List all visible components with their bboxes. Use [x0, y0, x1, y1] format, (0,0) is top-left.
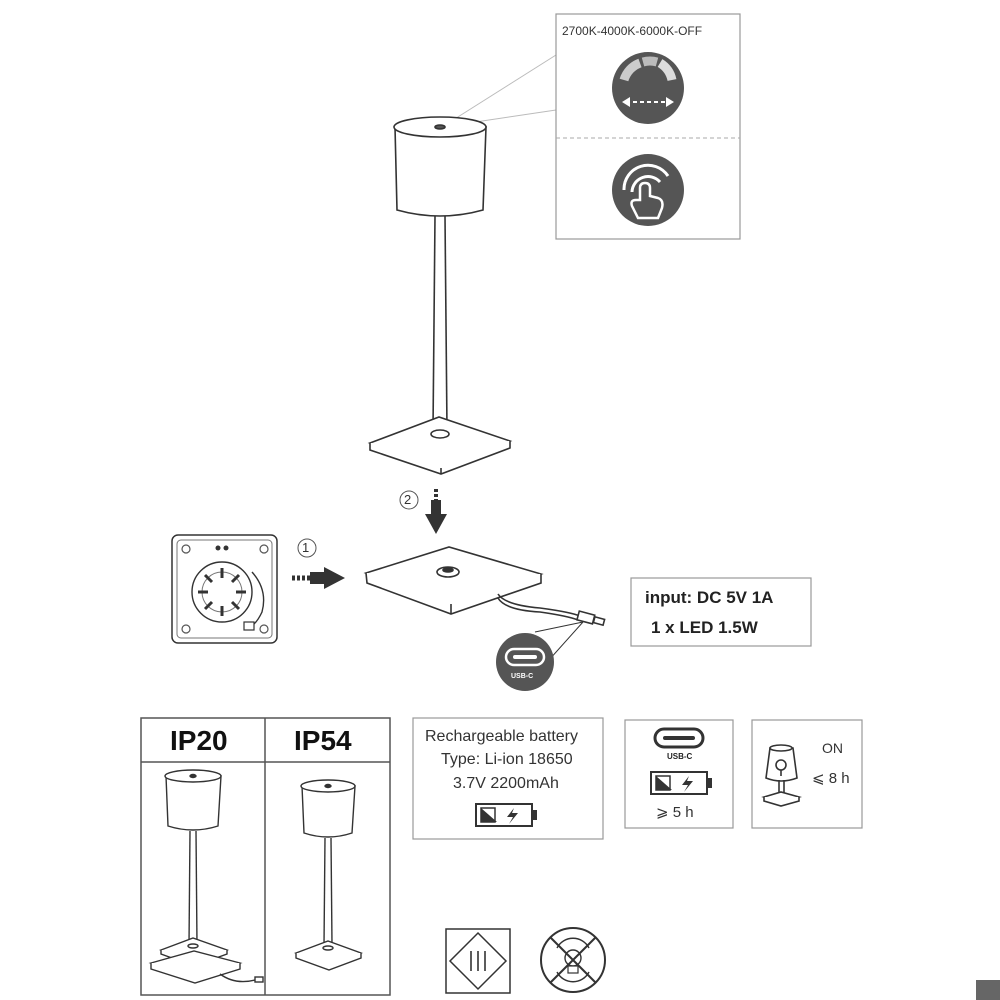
charging-battery-icon	[650, 771, 712, 795]
runtime-state: ON	[822, 740, 843, 756]
usb-c-badge	[496, 633, 554, 691]
page-marker	[976, 980, 1000, 1000]
usb-cable	[497, 593, 606, 627]
usb-c-badge-label: USB-C	[511, 673, 534, 680]
usb-c-port-label: USB-C	[667, 752, 693, 761]
color-modes-label: 2700K-4000K-6000K-OFF	[562, 24, 703, 38]
no-bulb-replacement-icon	[540, 927, 606, 993]
step-1-number: 1	[302, 540, 310, 555]
control-panel	[555, 13, 741, 240]
charging-base	[363, 546, 544, 615]
color-dial-icon	[612, 52, 684, 124]
charging-time: ⩾ 5 h	[656, 804, 694, 821]
ip-table	[140, 717, 391, 996]
spec-box	[630, 577, 812, 647]
touch-icon	[612, 154, 684, 226]
step-2-number: 2	[404, 492, 412, 507]
ip20-lamp	[148, 769, 264, 984]
base-bottom-view	[171, 534, 278, 644]
ip54-lamp	[293, 779, 364, 971]
lit-lamp-icon	[761, 744, 802, 807]
usb-c-port-icon	[653, 727, 705, 749]
class-iii-symbol-icon	[445, 928, 511, 994]
battery-line-3: 3.7V 2200mAh	[453, 775, 559, 792]
battery-line-1: Rechargeable battery	[425, 728, 578, 745]
spec-led: 1 x LED 1.5W	[651, 618, 758, 637]
step-1-arrow	[292, 538, 345, 589]
battery-line-2: Type: Li-ion 18650	[441, 751, 573, 768]
main-lamp	[367, 116, 513, 475]
spec-input: input: DC 5V 1A	[645, 588, 774, 607]
runtime-time: ⩽ 8 h	[812, 770, 850, 787]
ip20-header: IP20	[170, 725, 228, 756]
callout-lines	[441, 54, 557, 128]
ip54-header: IP54	[294, 725, 352, 756]
battery-icon	[475, 803, 537, 827]
step-2-arrow	[399, 489, 447, 534]
